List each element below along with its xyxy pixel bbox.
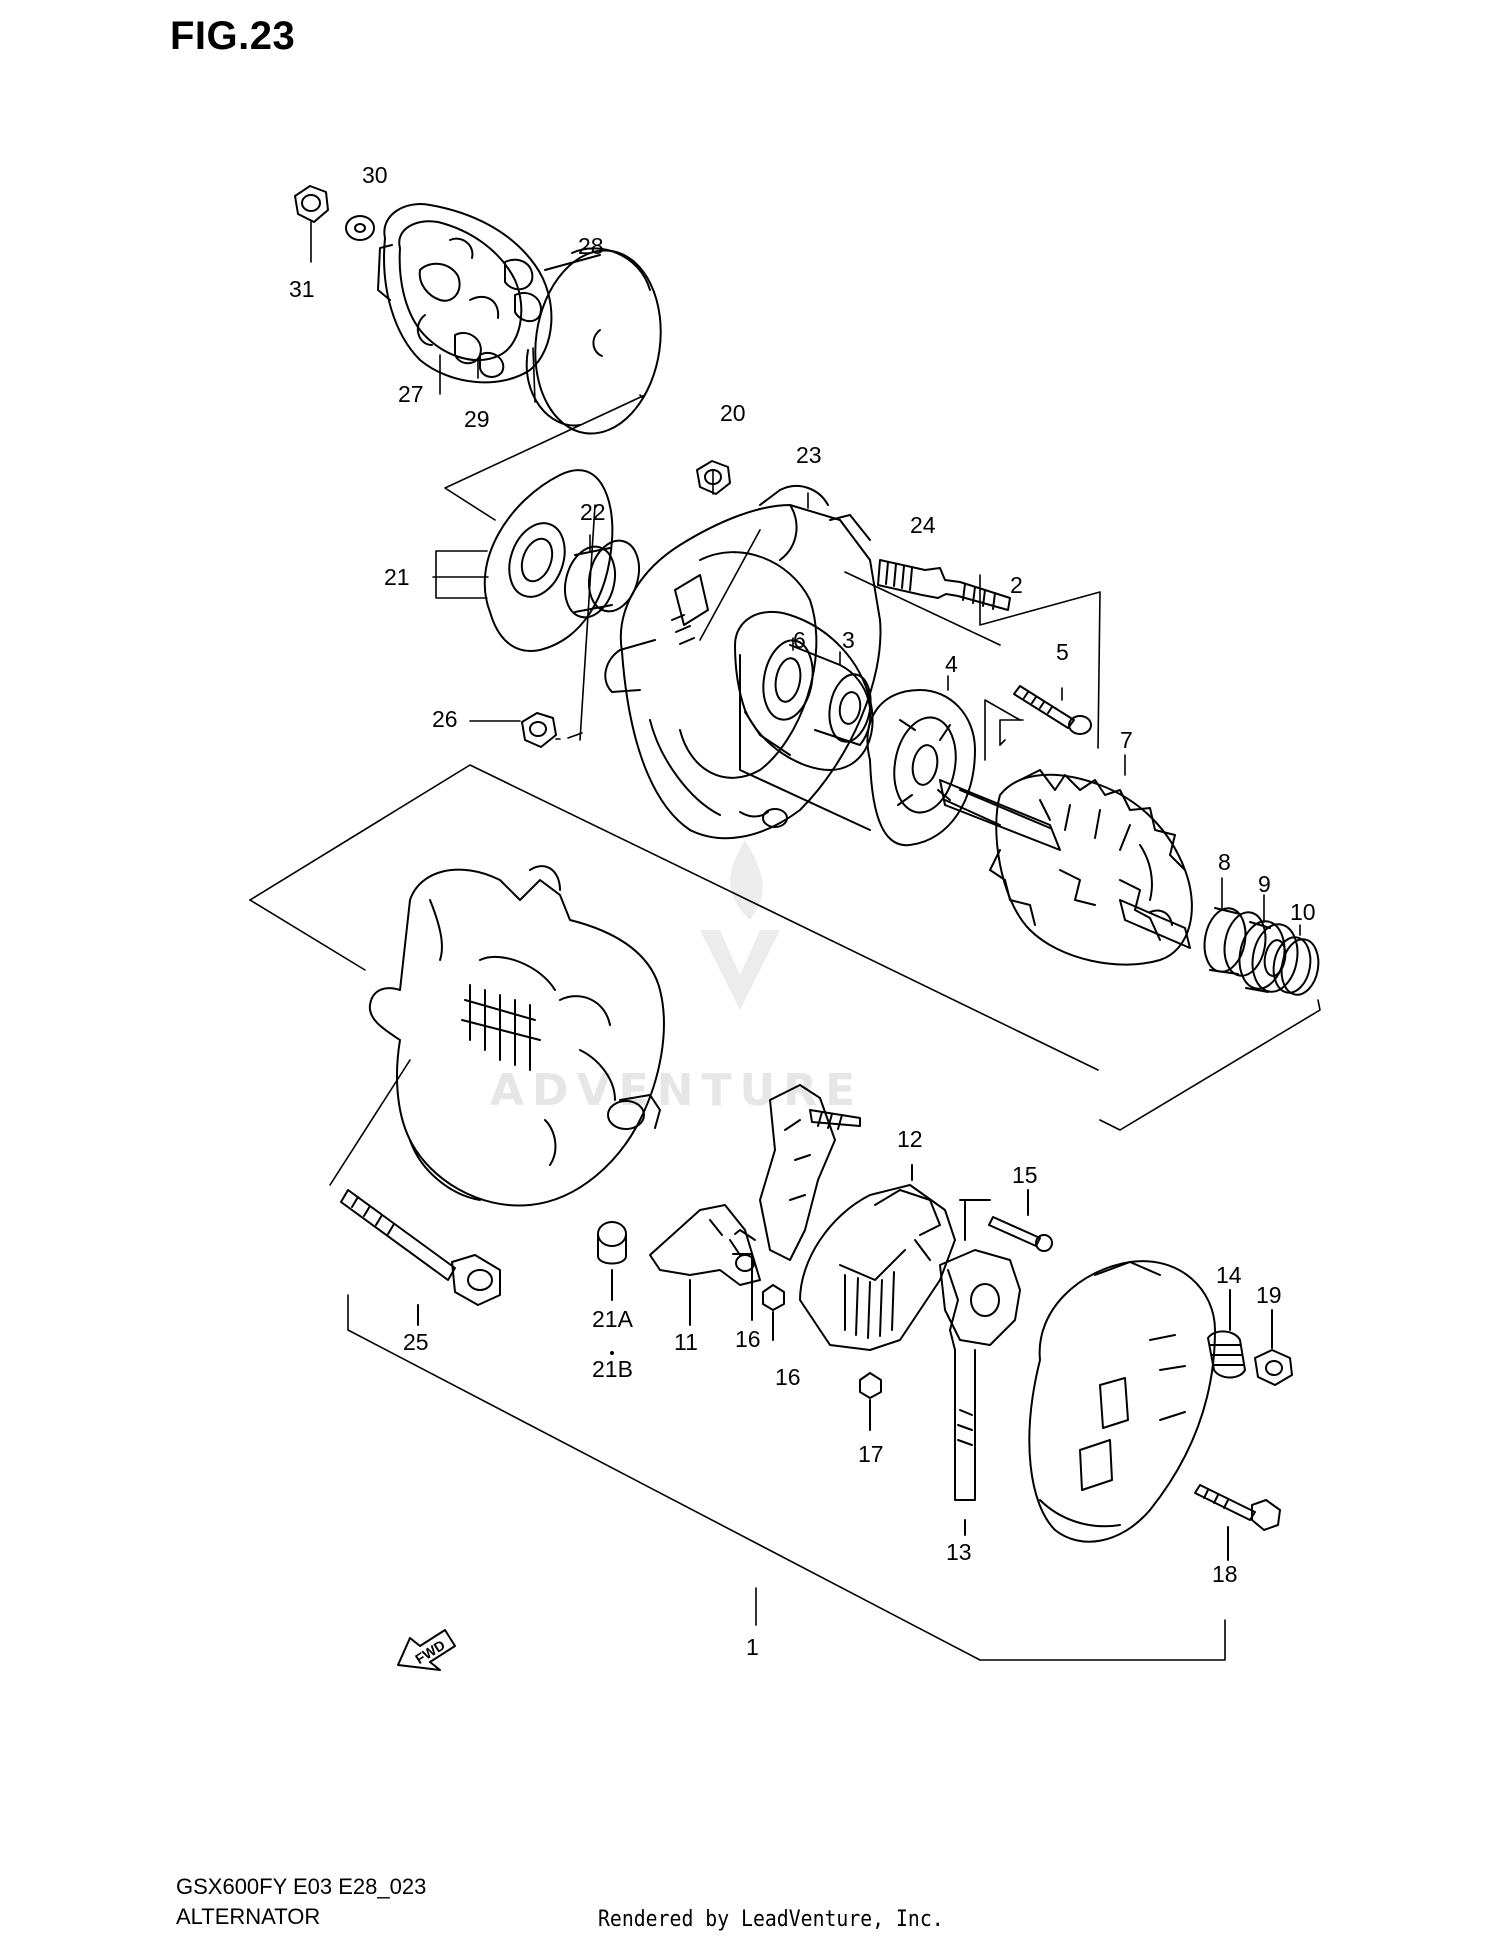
part-label-19: 19	[1256, 1282, 1282, 1308]
bearing-3-drawing	[789, 644, 872, 746]
part-label-7: 7	[1120, 727, 1133, 753]
part-label-24: 24	[910, 512, 936, 538]
collar-21a-drawing	[597, 1221, 627, 1301]
part-label-12: 12	[897, 1126, 923, 1152]
part-label-11: 11	[674, 1329, 698, 1355]
part-label-27: 27	[398, 381, 424, 407]
nut-19-drawing	[1254, 1309, 1293, 1386]
model-code: GSX600FY E03 E28_023	[176, 1874, 427, 1899]
figure-title: FIG.23	[170, 14, 296, 58]
part-label-15: 15	[1012, 1162, 1038, 1188]
part-label-17: 17	[858, 1441, 884, 1467]
part-label-25: 25	[403, 1329, 429, 1355]
leader-lines-stator	[792, 571, 1101, 761]
rear-cover-drawing	[1028, 1260, 1216, 1543]
part-label-14: 14	[1216, 1262, 1242, 1288]
ring-10-drawing	[1272, 936, 1320, 996]
stator-2-drawing	[734, 610, 874, 831]
leader-lines-top	[310, 221, 646, 521]
brush-holder-13-drawing	[939, 1199, 1021, 1536]
nut-31-drawing	[294, 185, 329, 223]
part-label-23: 23	[796, 442, 822, 468]
part-label-1: 1	[746, 1634, 759, 1660]
part-label-13: 13	[946, 1539, 972, 1565]
part-label-5: 5	[1056, 639, 1069, 665]
nut-26-drawing	[521, 712, 557, 748]
separator-dot	[610, 1351, 614, 1355]
screw-15-drawing	[988, 1189, 1053, 1252]
screw-16-drawing	[732, 1253, 785, 1341]
regulator-12-drawing	[799, 1164, 956, 1351]
part-label-8: 8	[1218, 849, 1231, 875]
part-label-3: 3	[842, 627, 855, 653]
part-label-18: 18	[1212, 1561, 1238, 1587]
watermark-logo	[700, 840, 780, 1010]
bolt-18-drawing	[1194, 1484, 1281, 1561]
rectifier-11-drawing	[649, 1084, 861, 1326]
bearing-22-drawing	[564, 539, 640, 619]
leader-lines-assembly	[249, 764, 1226, 1661]
part-label-31: 31	[289, 276, 315, 302]
leader-lines-housing	[432, 469, 809, 741]
part-label-9: 9	[1258, 871, 1271, 897]
part-label-28: 28	[578, 233, 604, 259]
part-label-30: 30	[362, 162, 388, 188]
screw-17-drawing	[859, 1372, 882, 1431]
retainer-4-drawing	[866, 689, 976, 847]
screw-5-drawing	[1013, 685, 1092, 735]
washer-30-drawing	[345, 215, 375, 241]
part-label-4: 4	[945, 651, 958, 677]
bearing-8-drawing	[1203, 907, 1267, 977]
bearing-6-drawing	[762, 639, 814, 721]
part-label-16b: 16	[775, 1364, 801, 1390]
alternator-assembly-drawing	[368, 865, 665, 1207]
part-label-22: 22	[580, 499, 606, 525]
part-label-21b: 21B	[592, 1356, 633, 1382]
part-label-21: 21	[384, 564, 410, 590]
part-label-29: 29	[464, 406, 490, 432]
watermark-text: ADVENTURE	[490, 1065, 863, 1116]
part-label-6: 6	[793, 627, 806, 653]
rendered-by-credit: Rendered by LeadVenture, Inc.	[598, 1907, 944, 1932]
part-label-26: 26	[432, 706, 458, 732]
fwd-arrow-icon: FWD	[397, 1629, 456, 1671]
part-label-10: 10	[1290, 899, 1316, 925]
housing-23-drawing	[604, 485, 882, 840]
bushing-14-drawing	[1207, 1289, 1246, 1379]
section-name: ALTERNATOR	[176, 1904, 321, 1929]
stud-24-drawing	[877, 559, 1011, 611]
coupling-27-drawing	[377, 203, 553, 384]
leader-lines-rotor	[1099, 754, 1321, 1131]
part-label-21a: 21A	[592, 1306, 634, 1332]
pulley-cover-28-drawing	[525, 247, 662, 435]
part-labels: 1 2 3 4 5 6 7 8 9 10 11 12 13 14 15 16 1…	[289, 162, 1316, 1660]
plate-21-drawing	[483, 469, 614, 652]
part-label-20: 20	[720, 400, 746, 426]
part-label-16a: 16	[735, 1326, 761, 1352]
rotor-7-drawing	[939, 769, 1193, 966]
part-label-2: 2	[1010, 572, 1023, 598]
bolt-25-drawing	[340, 1189, 501, 1326]
